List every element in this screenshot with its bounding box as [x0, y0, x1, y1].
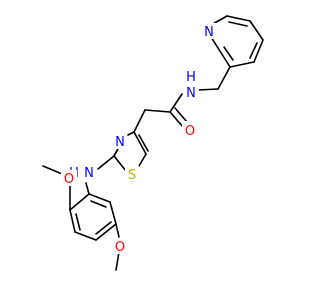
thiazole-nitrogen-label: N [115, 135, 125, 150]
bond [169, 93, 183, 113]
bond [95, 221, 112, 235]
bond [197, 88, 219, 91]
bond [85, 182, 90, 195]
bond [74, 231, 97, 241]
bond [109, 201, 117, 225]
bond [115, 223, 120, 238]
bond [249, 42, 258, 59]
bond [253, 39, 264, 63]
bond [228, 21, 248, 27]
bond [113, 155, 127, 172]
bond [69, 209, 76, 233]
bond [90, 200, 107, 208]
bond [133, 131, 147, 155]
bond [127, 131, 135, 136]
methoxy-oxygen-lower-label: O [115, 240, 125, 255]
molecule-structure-canvas: N N H O N S H N O O [42, 15, 264, 271]
bond [138, 153, 147, 167]
bond [95, 223, 117, 241]
bond [115, 251, 120, 271]
carbonyl-oxygen-label: O [185, 124, 195, 139]
bond [138, 134, 149, 152]
bond [69, 193, 90, 211]
amine-nitrogen-label: N [84, 166, 94, 181]
bond [217, 66, 231, 90]
pyridine-n-label: N [204, 25, 214, 40]
bond [174, 107, 188, 123]
methoxy-oxygen-upper-label: O [64, 172, 74, 187]
atom-label-layer: N N H O N S H N O O [61, 23, 216, 255]
amide-hydrogen-label: H [186, 70, 196, 85]
bond [223, 46, 234, 61]
bond [226, 15, 251, 22]
amide-nitrogen-label: N [186, 86, 196, 101]
bond [75, 213, 81, 231]
bond [42, 165, 63, 175]
molecule-diagram: N N H O N S H N O O [42, 15, 264, 271]
thiazole-sulfur-label: S [128, 168, 136, 183]
bond [88, 193, 111, 203]
bond [229, 61, 255, 68]
bond-layer [42, 15, 264, 271]
bond [169, 111, 184, 128]
bond [144, 109, 171, 113]
bond [97, 155, 115, 170]
bond [217, 47, 231, 68]
bond [133, 109, 146, 133]
bond [249, 20, 264, 41]
